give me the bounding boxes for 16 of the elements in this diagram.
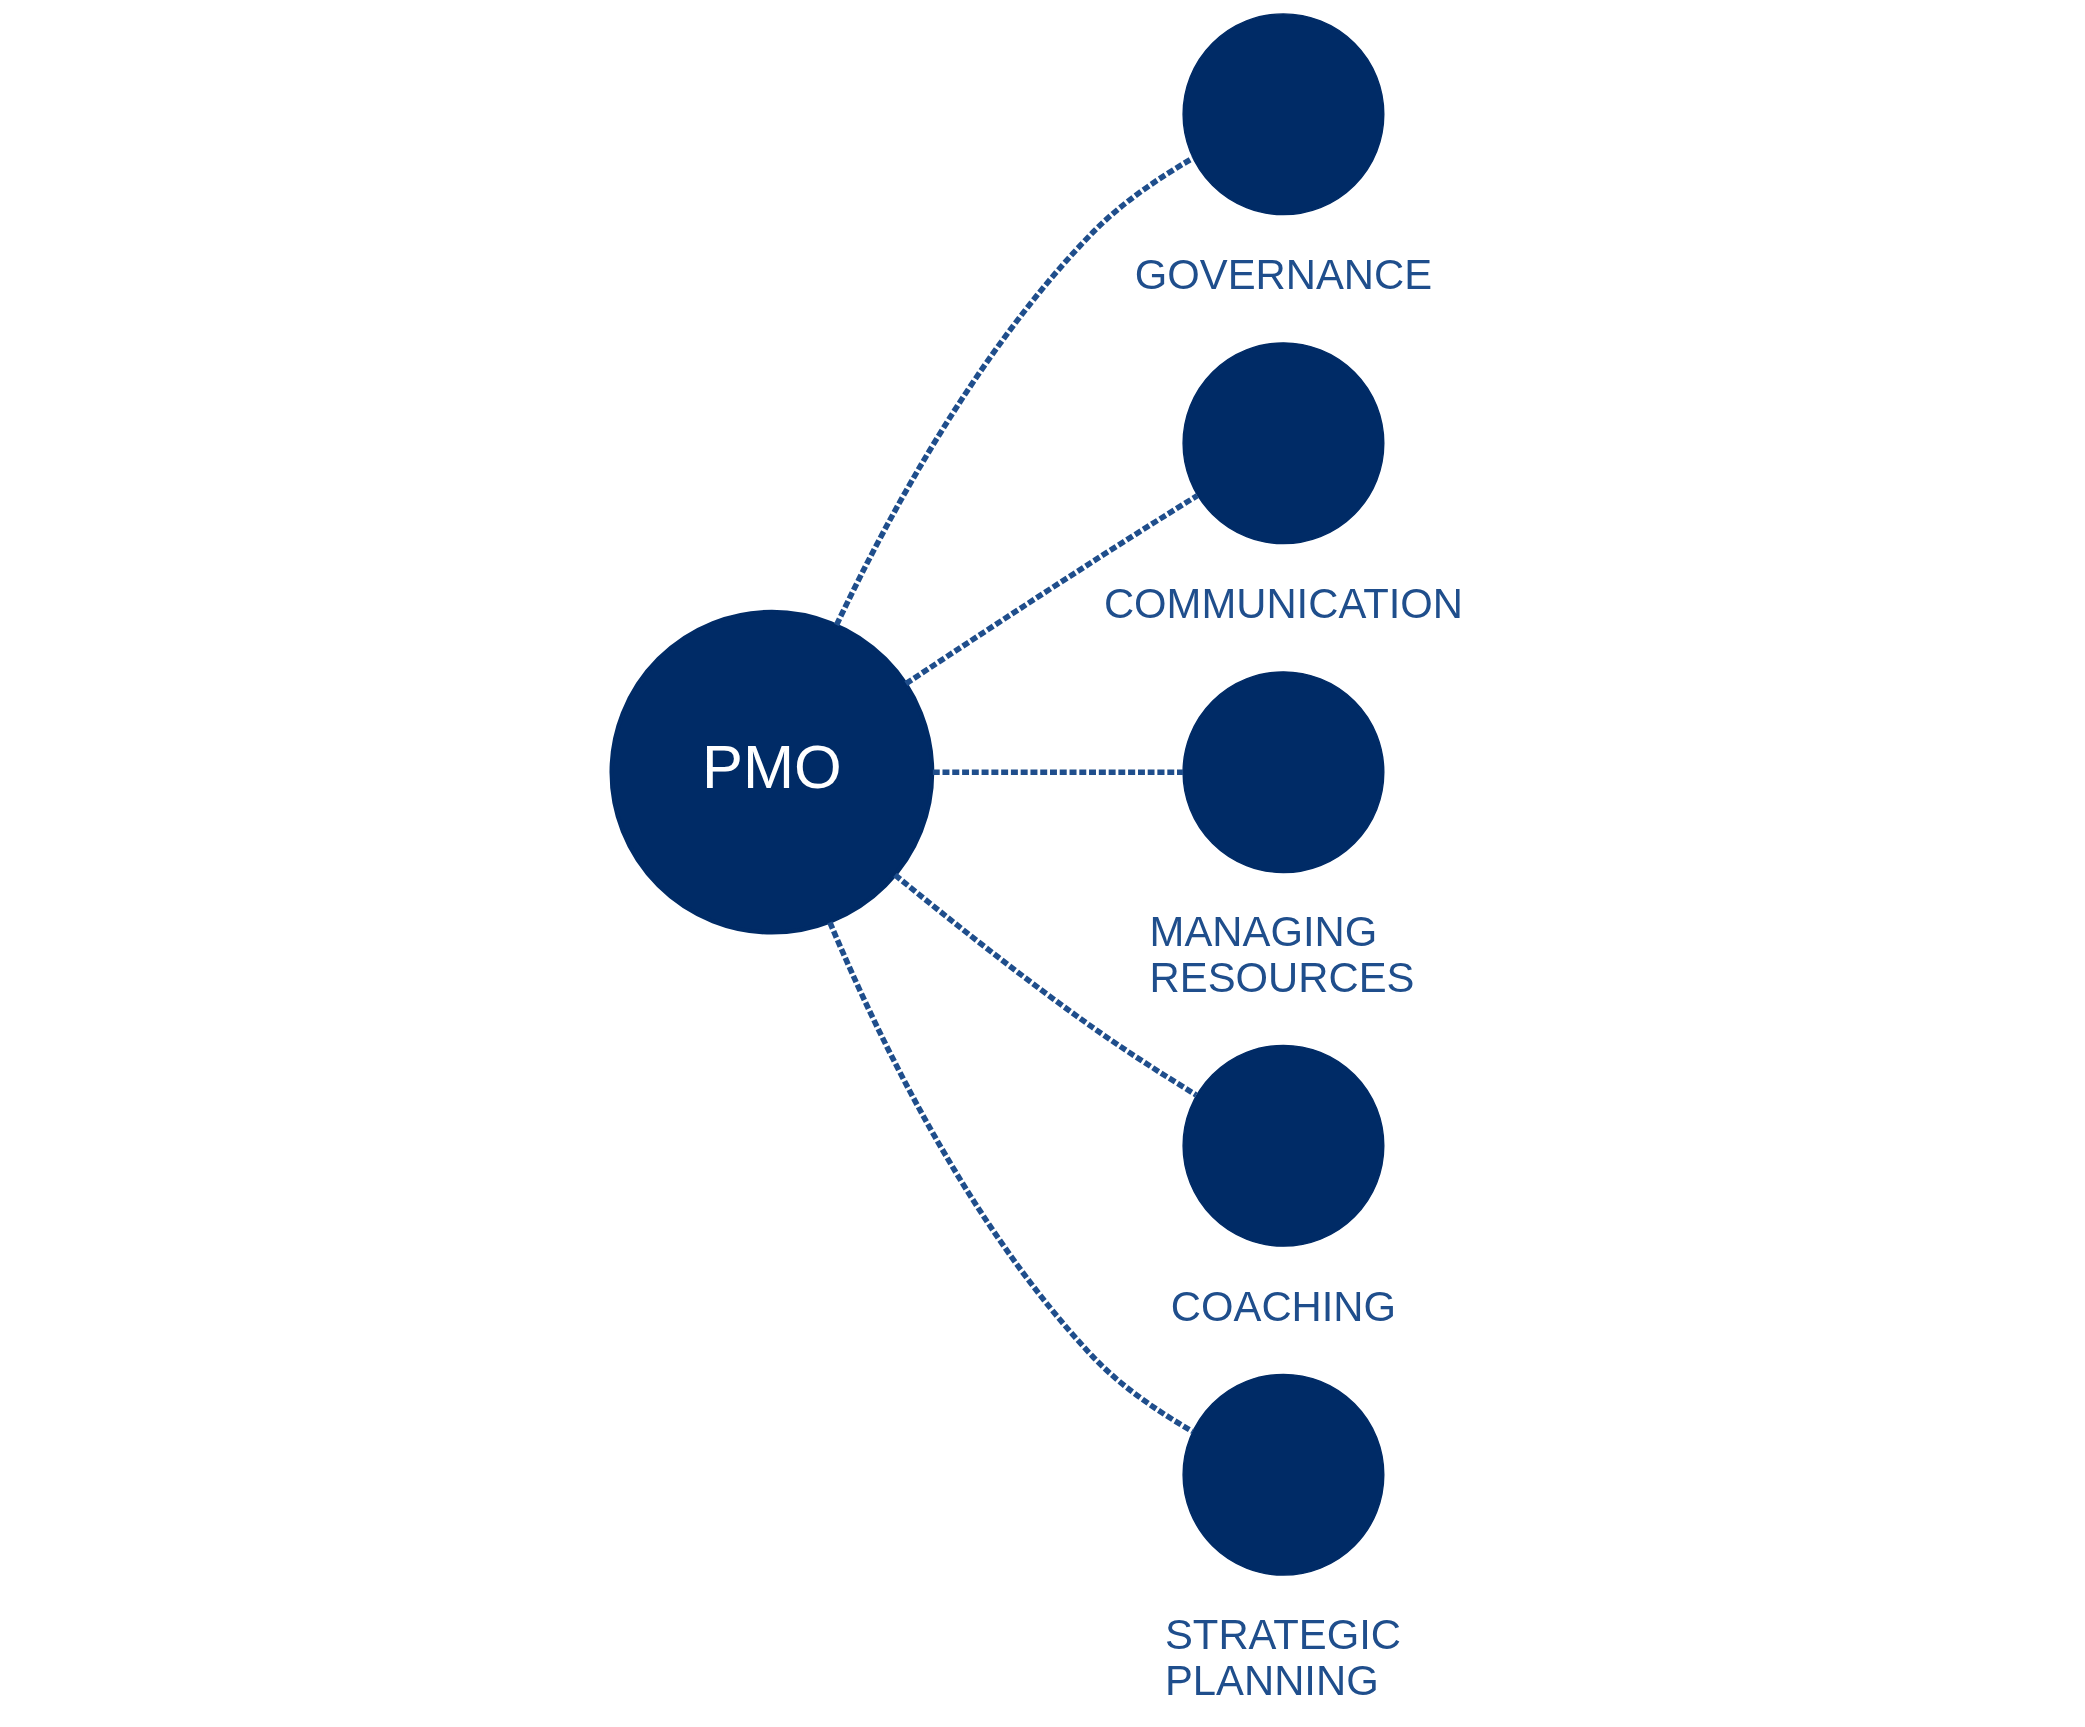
node-label: COMMUNICATION [1103, 580, 1463, 628]
connector [833, 155, 1194, 627]
connector [903, 493, 1199, 686]
node-circle [1181, 342, 1384, 545]
node-label: MANAGING RESOURCES [1149, 908, 1414, 1002]
connector [892, 872, 1198, 1098]
connector [932, 769, 1183, 775]
node-label: GOVERNANCE [1134, 251, 1432, 299]
node-label: COACHING [1170, 1282, 1396, 1330]
connector [826, 921, 1194, 1434]
node-circle: PMO [609, 609, 934, 935]
node-circle [1181, 13, 1384, 216]
node-circle [1181, 1373, 1384, 1576]
node-circle [1181, 671, 1384, 874]
node-circle [1181, 1044, 1384, 1247]
node-label: STRATEGIC PLANNING [1164, 1610, 1401, 1704]
